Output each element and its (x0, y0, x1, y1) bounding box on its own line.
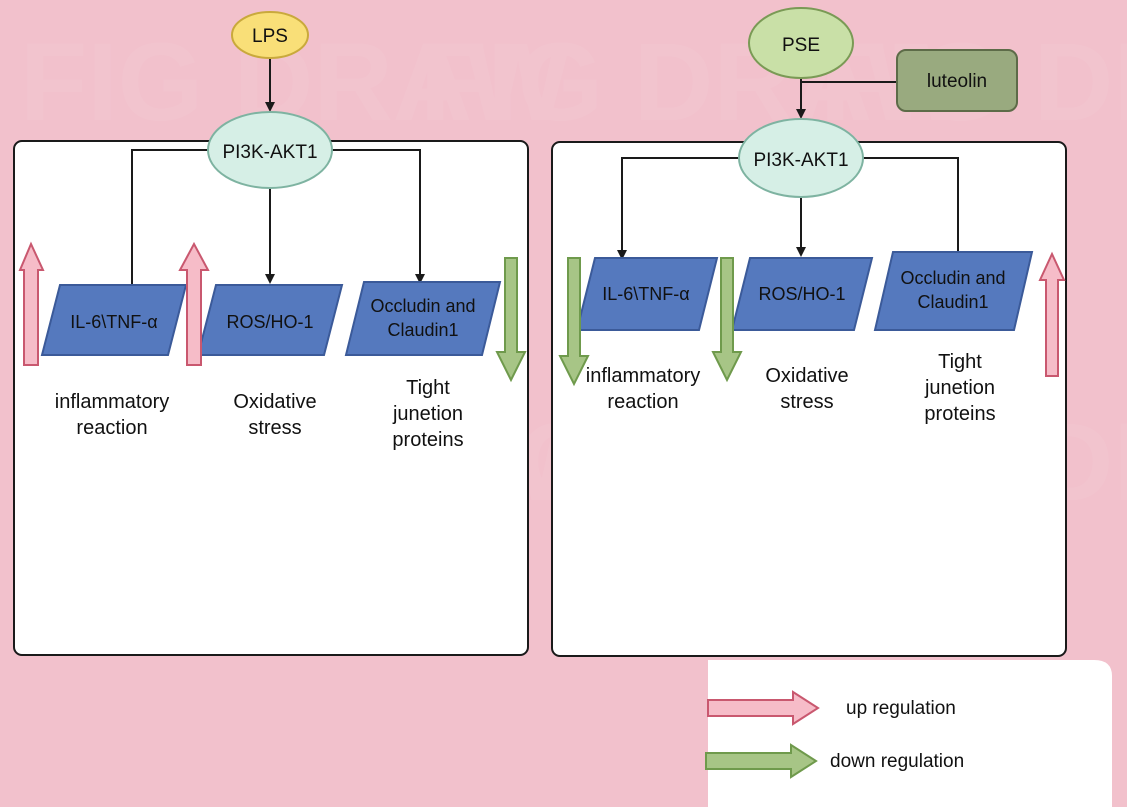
legend-up-label: up regulation (846, 698, 956, 719)
legend-down-label: down regulation (830, 751, 964, 772)
pi3k-node-left (207, 111, 333, 189)
ros-ho1-label-left: ROS/HO-1 (226, 312, 313, 332)
oxidative-caption-left-2: stress (248, 417, 301, 439)
lps-label: LPS (252, 26, 288, 47)
inflammatory-caption-left-2: reaction (76, 417, 147, 439)
tight-caption-right-3: proteins (924, 403, 995, 425)
il6-tnf-label-left: IL-6\TNF-α (70, 312, 157, 332)
il6-tnf-box-right (575, 257, 719, 331)
up-arrow-il6-left (18, 241, 45, 366)
ros-ho1-box-left (196, 284, 344, 356)
occludin-box-right (873, 251, 1034, 331)
occludin-label-left-2: Claudin1 (387, 320, 458, 340)
legend-down-arrow (705, 743, 818, 779)
luteolin-label: luteolin (927, 71, 987, 92)
ros-ho1-label-right: ROS/HO-1 (758, 284, 845, 304)
inflammatory-caption-right-1: inflammatory (586, 365, 700, 387)
left-branch-line (131, 149, 210, 287)
oxidative-caption-left-1: Oxidative (233, 391, 316, 413)
legend-up-arrow (707, 690, 820, 726)
tight-caption-left-2: junetion (392, 403, 463, 425)
occludin-label-right-1: Occludin and (900, 268, 1005, 288)
ros-ho1-box-right (730, 257, 874, 331)
left-right-branch-arrow (330, 149, 425, 284)
il6-tnf-label-right: IL-6\TNF-α (602, 284, 689, 304)
lps-node (231, 11, 309, 59)
up-arrow-ros-left (178, 241, 210, 366)
down-arrow-ros-right (711, 257, 743, 383)
down-arrow-il6-right (558, 257, 590, 387)
tight-caption-right-1: Tight (938, 351, 982, 373)
pse-label: PSE (782, 35, 820, 56)
il6-tnf-box-left (40, 284, 188, 356)
pse-node (748, 7, 854, 79)
pi3k-label-left: PI3K-AKT1 (222, 142, 317, 163)
tight-caption-left-3: proteins (392, 429, 463, 451)
up-arrow-occludin-right (1038, 251, 1066, 377)
tight-caption-right-2: junetion (924, 377, 995, 399)
legend-panel (708, 660, 1112, 807)
oxidative-caption-right-1: Oxidative (765, 365, 848, 387)
occludin-label-right-2: Claudin1 (917, 292, 988, 312)
pi3k-label-right: PI3K-AKT1 (753, 150, 848, 171)
luteolin-node (896, 49, 1018, 112)
pi3k-node-right (738, 118, 864, 198)
right-left-branch-arrow (617, 157, 742, 260)
occludin-box-left (344, 281, 502, 356)
inflammatory-caption-left-1: inflammatory (55, 391, 169, 413)
down-arrow-occludin-left (495, 257, 527, 383)
oxidative-caption-right-2: stress (780, 391, 833, 413)
right-right-branch-line (862, 157, 959, 252)
inflammatory-caption-right-2: reaction (607, 391, 678, 413)
occludin-label-left-1: Occludin and (370, 296, 475, 316)
tight-caption-left-1: Tight (406, 377, 450, 399)
